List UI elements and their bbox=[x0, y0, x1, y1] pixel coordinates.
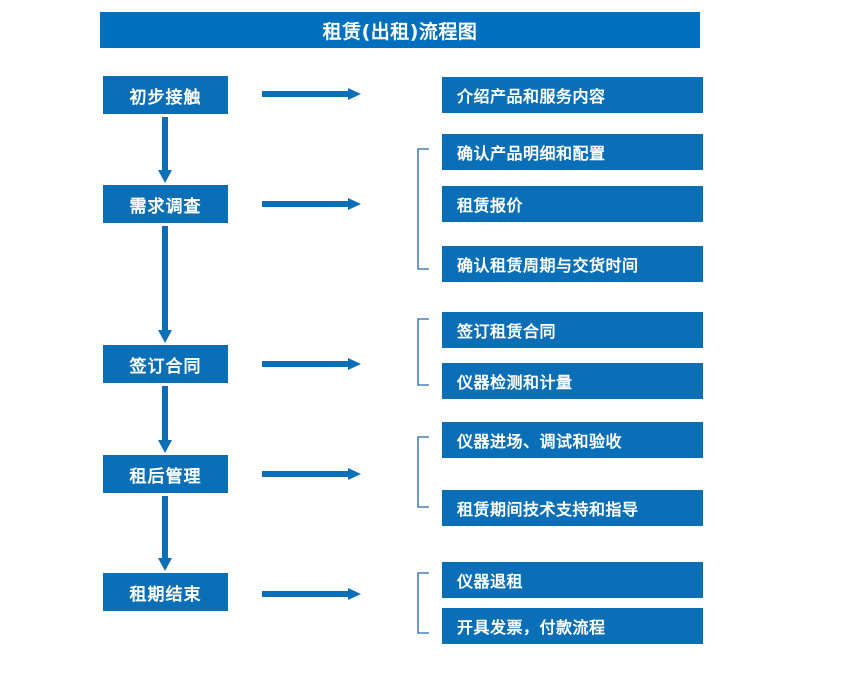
vertical-arrow-1-2 bbox=[157, 117, 173, 185]
group-bracket-4 bbox=[416, 572, 430, 634]
detail-box-1[interactable]: 介绍产品和服务内容 bbox=[442, 77, 703, 113]
detail-box-8[interactable]: 租赁期间技术支持和指导 bbox=[442, 490, 703, 526]
group-bracket-1 bbox=[416, 148, 430, 270]
vertical-arrow-3-4 bbox=[157, 386, 173, 455]
group-bracket-3 bbox=[416, 436, 430, 508]
stage-box-5[interactable]: 租期结束 bbox=[103, 573, 228, 611]
stage-box-3[interactable]: 签订合同 bbox=[103, 345, 228, 383]
detail-box-5[interactable]: 签订租赁合同 bbox=[442, 312, 703, 348]
detail-box-3[interactable]: 租赁报价 bbox=[442, 186, 703, 222]
vertical-arrow-4-5 bbox=[157, 496, 173, 573]
detail-box-2[interactable]: 确认产品明细和配置 bbox=[442, 134, 703, 170]
stage-box-4[interactable]: 租后管理 bbox=[103, 455, 228, 493]
vertical-arrow-2-3 bbox=[157, 226, 173, 345]
horizontal-arrow-3 bbox=[262, 356, 362, 370]
detail-box-6[interactable]: 仪器检测和计量 bbox=[442, 363, 703, 399]
detail-box-4[interactable]: 确认租赁周期与交货时间 bbox=[442, 246, 703, 282]
horizontal-arrow-2 bbox=[262, 196, 362, 210]
horizontal-arrow-5 bbox=[262, 586, 362, 600]
stage-box-1[interactable]: 初步接触 bbox=[103, 76, 228, 114]
detail-box-10[interactable]: 开具发票，付款流程 bbox=[442, 608, 703, 644]
group-bracket-2 bbox=[416, 318, 430, 386]
stage-box-2[interactable]: 需求调查 bbox=[103, 185, 228, 223]
horizontal-arrow-1 bbox=[262, 86, 362, 100]
detail-box-9[interactable]: 仪器退租 bbox=[442, 562, 703, 598]
flowchart-title: 租赁(出租)流程图 bbox=[100, 12, 700, 48]
detail-box-7[interactable]: 仪器进场、调试和验收 bbox=[442, 422, 703, 458]
horizontal-arrow-4 bbox=[262, 466, 362, 480]
